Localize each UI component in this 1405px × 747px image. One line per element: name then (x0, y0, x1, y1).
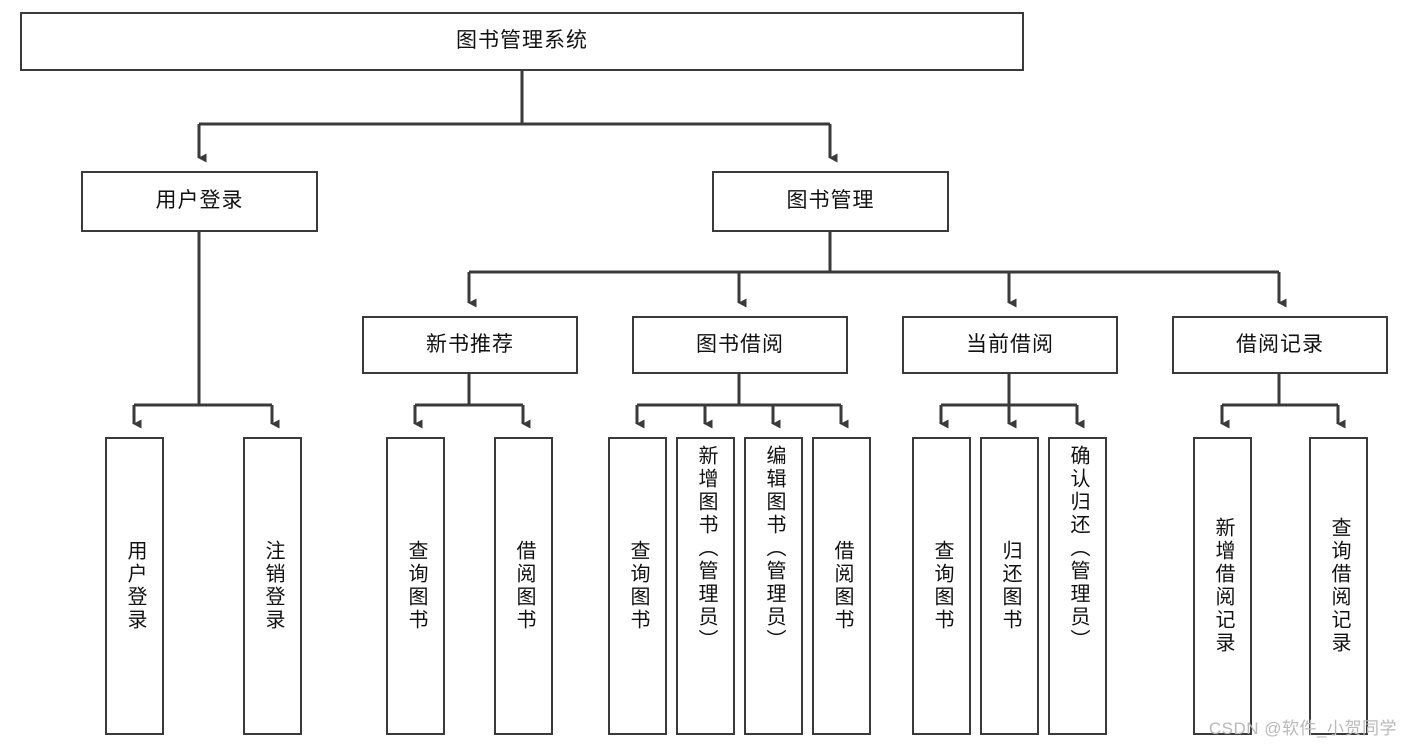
node-label: 借阅记录 (1236, 332, 1324, 356)
node-label: 当前借阅 (966, 332, 1054, 356)
node-label: 编辑图书（管理员） (763, 445, 785, 652)
node-label: 归还图书 (999, 540, 1021, 632)
node-borrow-record[interactable]: 借阅记录 (1172, 316, 1388, 374)
csdn-watermark: CSDN @软件_小贺同学 (1208, 719, 1397, 738)
node-label: 图书借阅 (696, 332, 784, 356)
node-label: 查询图书 (405, 540, 427, 632)
leaf-add-borrow-record[interactable]: 新增借阅记录 (1193, 437, 1252, 735)
node-label: 用户登录 (155, 189, 244, 213)
leaf-new-book-borrow[interactable]: 借阅图书 (494, 437, 553, 735)
leaf-book-add-admin[interactable]: 新增图书（管理员） (676, 437, 735, 735)
node-label: 查询借阅记录 (1328, 517, 1350, 655)
node-book-management[interactable]: 图书管理 (712, 171, 949, 232)
leaf-new-book-query[interactable]: 查询图书 (386, 437, 445, 735)
node-label: 查询图书 (931, 540, 953, 632)
leaf-current-borrow-query[interactable]: 查询图书 (912, 437, 971, 735)
node-label: 确认归还（管理员） (1067, 445, 1089, 652)
leaf-book-edit-admin[interactable]: 编辑图书（管理员） (744, 437, 803, 735)
node-label: 查询图书 (627, 540, 649, 632)
node-label: 图书管理系统 (456, 29, 588, 53)
leaf-user-login[interactable]: 用户登录 (105, 437, 164, 735)
node-root-book-management-system[interactable]: 图书管理系统 (20, 12, 1024, 71)
node-label: 借阅图书 (513, 540, 535, 632)
leaf-query-borrow-record[interactable]: 查询借阅记录 (1309, 437, 1368, 735)
leaf-confirm-return-admin[interactable]: 确认归还（管理员） (1048, 437, 1107, 735)
node-label: 借阅图书 (831, 540, 853, 632)
node-new-book-recommend[interactable]: 新书推荐 (362, 316, 578, 374)
node-label: 注销登录 (262, 540, 284, 632)
node-current-borrow[interactable]: 当前借阅 (902, 316, 1118, 374)
node-label: 新增借阅记录 (1212, 517, 1234, 655)
leaf-book-borrow-action[interactable]: 借阅图书 (812, 437, 871, 735)
node-label: 图书管理 (786, 189, 875, 213)
node-label: 新增图书（管理员） (695, 445, 717, 652)
leaf-book-borrow-query[interactable]: 查询图书 (608, 437, 667, 735)
leaf-return-book[interactable]: 归还图书 (980, 437, 1039, 735)
node-label: 用户登录 (124, 540, 146, 632)
node-user-login[interactable]: 用户登录 (81, 171, 318, 232)
node-book-borrow[interactable]: 图书借阅 (632, 316, 848, 374)
node-label: 新书推荐 (426, 332, 514, 356)
leaf-logout[interactable]: 注销登录 (243, 437, 302, 735)
